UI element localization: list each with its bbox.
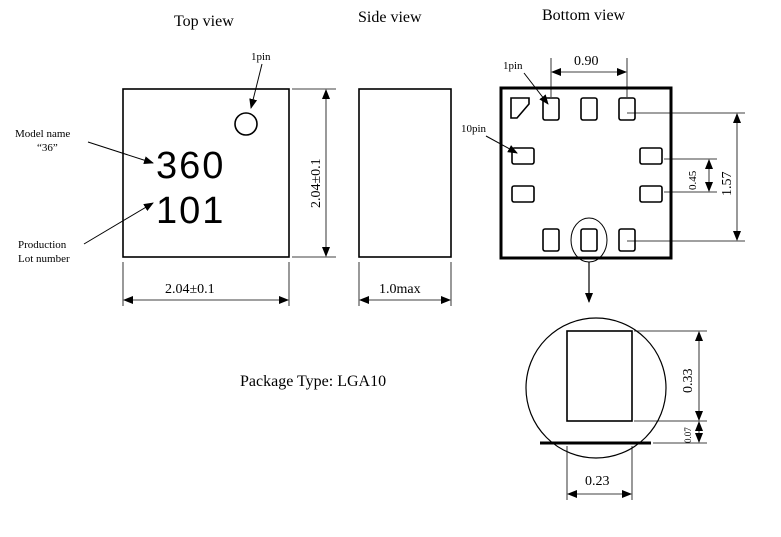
pitch-dim: 0.90 [574, 54, 599, 69]
top-width-dim: 2.04±0.1 [165, 282, 215, 297]
bottom-pin1-label: 1pin [503, 60, 523, 72]
pad-detail-view: 0.33 0.07 0.23 [525, 317, 707, 500]
detail-callout-ellipse [570, 217, 608, 263]
lot-number-label: Lot number [18, 253, 70, 265]
package-type: Package Type: LGA10 [240, 373, 386, 390]
detail-pad-offset-dim: 0.07 [683, 427, 693, 443]
span-dim: 1.57 [720, 172, 735, 197]
model-name-leader [87, 141, 154, 165]
production-leader [83, 202, 154, 245]
model-name-value: “36” [37, 142, 58, 154]
bottom-view-title: Bottom view [542, 7, 626, 24]
device-marking-line1: 360 [156, 145, 225, 187]
detail-pad-width-dim: 0.23 [585, 474, 610, 489]
side-view-title: Side view [358, 9, 422, 26]
bottom-pin10-label: 10pin [461, 123, 487, 135]
pad-pitch-dim: 0.45 [687, 170, 699, 190]
pin1-marker-circle [234, 112, 258, 136]
pad [511, 185, 535, 203]
pad [639, 185, 663, 203]
top-view-body [122, 88, 290, 258]
top-pin1-label: 1pin [251, 51, 271, 63]
detail-pad-height-dim: 0.33 [681, 369, 696, 394]
side-view: 1.0max [358, 88, 452, 306]
bottom-view: 1pin 10pin 0.90 1.57 0.45 [461, 54, 745, 303]
pad [618, 228, 636, 252]
top-view: 1pin 360 101 Model name “36” Production … [15, 51, 336, 306]
model-name-label: Model name [15, 128, 70, 140]
top-view-title: Top view [174, 13, 234, 30]
device-marking-line2: 101 [156, 190, 225, 232]
pad [580, 228, 598, 252]
side-thickness-dim: 1.0max [379, 282, 421, 297]
detail-circle [525, 317, 667, 459]
side-view-body [358, 88, 452, 258]
pad [618, 97, 636, 121]
top-height-dim: 2.04±0.1 [309, 158, 324, 208]
pad [639, 147, 663, 165]
pad [580, 97, 598, 121]
pad [542, 228, 560, 252]
bottom-pin1-leader [523, 72, 549, 105]
top-pin1-leader [249, 63, 263, 109]
pad [542, 97, 560, 121]
bottom-view-body [499, 86, 673, 260]
production-label: Production [18, 239, 67, 251]
pad [511, 147, 535, 165]
detail-pad [566, 330, 633, 422]
bottom-pin10-leader [485, 135, 518, 154]
pin1-triangle-pad [510, 97, 530, 119]
